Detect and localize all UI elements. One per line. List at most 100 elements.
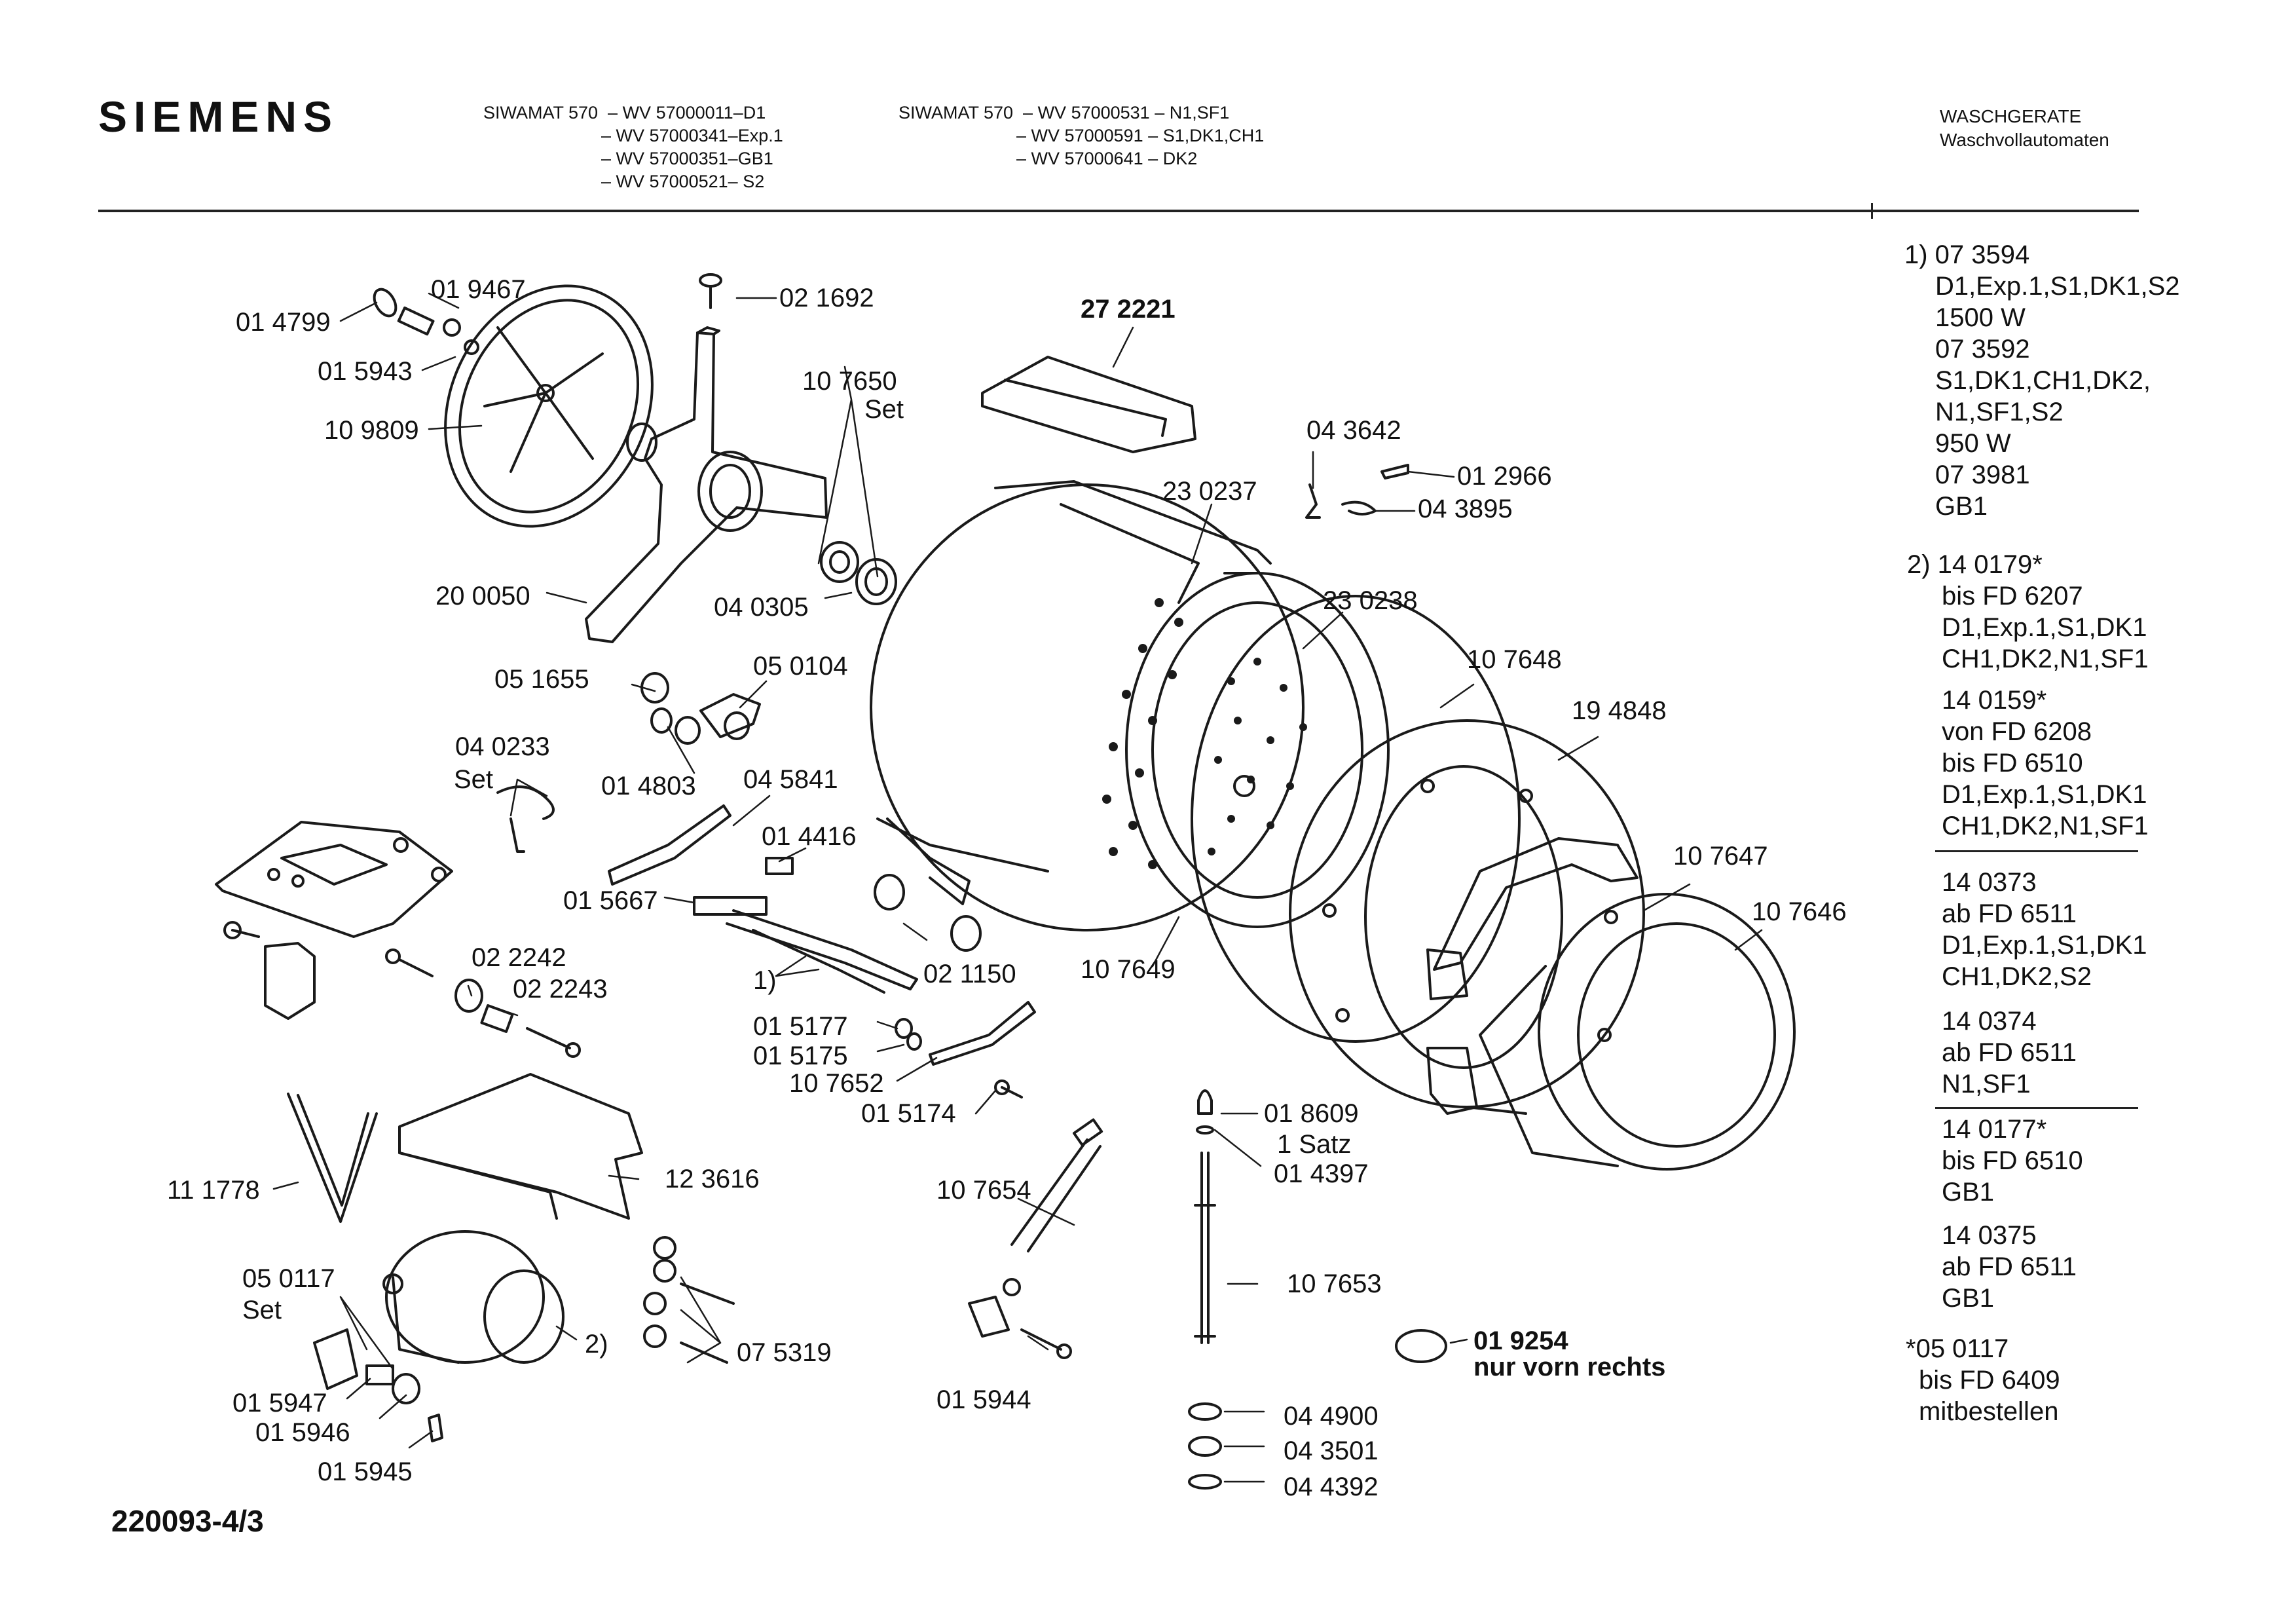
note-3-line-3: D1,Exp.1,S1,DK1	[1942, 931, 2147, 960]
part-label-107649: 10 7649	[1081, 955, 1176, 984]
note-4-line-5: ab FD 6511	[1942, 1252, 2077, 1281]
note-4-line-1: 14 0177*	[1942, 1115, 2047, 1144]
motor-bracket-parts	[313, 1328, 443, 1442]
part-label-272221: 27 2221	[1081, 295, 1176, 324]
part-label-107647: 10 7647	[1673, 842, 1768, 871]
brand-logo: SIEMENS	[98, 92, 339, 141]
part-label-107653: 10 7653	[1287, 1269, 1382, 1298]
part-label-015943: 01 5943	[318, 357, 413, 386]
note-1-line-4: 07 3592	[1935, 335, 2030, 364]
inner-drum	[1125, 572, 1390, 928]
notes-separator-2	[1935, 1107, 2138, 1109]
header-rule	[98, 210, 2139, 212]
foot-pad	[1395, 1329, 1447, 1363]
note-2-line-8: D1,Exp.1,S1,DK1	[1942, 780, 2147, 809]
part-label-022242: 02 2242	[472, 943, 566, 972]
note-1-line-6: N1,SF1,S2	[1935, 398, 2064, 426]
part-label-014416: 01 4416	[762, 822, 857, 851]
note-4-line-6: GB1	[1942, 1284, 1995, 1313]
part-label-044900: 04 4900	[1284, 1402, 1379, 1431]
part-label-107652: 10 7652	[789, 1069, 884, 1098]
part-label-014803: 01 4803	[601, 772, 696, 800]
part-label-014799: 01 4799	[236, 308, 331, 337]
note-3-line-1: 14 0373	[1942, 868, 2037, 897]
motor-mount-plate	[215, 821, 453, 938]
note-4-line-3: GB1	[1942, 1178, 1995, 1207]
note-3-line-2: ab FD 6511	[1942, 899, 2077, 928]
door-seal-bellows	[1479, 893, 1796, 1171]
guide-rails	[608, 804, 794, 916]
category-subtitle: Waschvollautomaten	[1940, 130, 2109, 150]
part-label-021150: 02 1150	[923, 960, 1016, 988]
motor-bracket	[223, 921, 316, 1020]
drive-belt	[287, 1093, 378, 1223]
note-4-line-2: bis FD 6510	[1942, 1146, 2083, 1175]
part-label-050104: 05 0104	[753, 652, 848, 681]
pulley-nut-and-bolt	[373, 288, 479, 355]
part-label-040233: 04 0233	[455, 732, 550, 761]
tub-clamp-ring	[1191, 595, 1521, 1043]
part-label-set-a: Set	[864, 395, 904, 424]
part-label-018609: 01 8609	[1264, 1099, 1359, 1128]
note-3-line-4: CH1,DK2,S2	[1942, 962, 2092, 991]
part-label-043501: 04 3501	[1284, 1436, 1379, 1465]
note-2-line-9: CH1,DK2,N1,SF1	[1942, 812, 2149, 840]
heating-element-straps	[726, 909, 918, 994]
footnote-ref-2: 2)	[585, 1330, 608, 1359]
part-label-012966: 01 2966	[1457, 462, 1552, 491]
note-1-line-2: D1,Exp.1,S1,DK1,S2	[1935, 272, 2180, 301]
part-label-022243: 02 2243	[513, 975, 608, 1004]
model-list-right: SIWAMAT 570 – WV 57000531 – N1,SF1 – WV …	[898, 103, 1265, 168]
part-label-107654: 10 7654	[936, 1176, 1031, 1205]
part-label-015667: 01 5667	[563, 886, 658, 915]
rail-part	[895, 1001, 1036, 1098]
heater-cover	[981, 356, 1196, 453]
part-label-107650: 10 7650	[802, 367, 897, 396]
part-label-014397: 01 4397	[1274, 1159, 1369, 1188]
motor-cover	[398, 1073, 643, 1220]
notes-separator-1	[1935, 850, 2138, 852]
note-2-line-5: 14 0159*	[1942, 686, 2047, 715]
part-label-015947: 01 5947	[232, 1389, 327, 1417]
drum-bearings	[820, 541, 897, 605]
part-label-230238: 23 0238	[1323, 586, 1418, 615]
screw	[699, 273, 722, 309]
part-label-200050: 20 0050	[435, 582, 530, 610]
support-leg-rod	[1194, 1089, 1216, 1344]
part-label-015177: 01 5177	[753, 1012, 848, 1041]
note-2-line-2: bis FD 6207	[1942, 582, 2083, 610]
document-number: 220093-4/3	[111, 1504, 264, 1538]
leader-lines	[272, 292, 1763, 1483]
header-rule-tick	[1871, 203, 1873, 219]
note-1-line-3: 1500 W	[1935, 303, 2026, 332]
part-label-1-satz: 1 Satz	[1277, 1130, 1352, 1159]
part-label-019254: 01 9254	[1473, 1326, 1568, 1355]
shock-absorber	[968, 1118, 1103, 1359]
part-label-075319: 07 5319	[737, 1338, 832, 1367]
note-1-line-7: 950 W	[1935, 429, 2011, 458]
part-label-230237: 23 0237	[1162, 477, 1257, 506]
part-label-111778: 11 1778	[167, 1176, 260, 1205]
part-label-set-b: Set	[454, 765, 494, 794]
part-label-050117: 05 0117	[242, 1264, 335, 1293]
part-label-015174: 01 5174	[861, 1099, 956, 1128]
note-1-line-9: GB1	[1935, 492, 1988, 521]
footnote-ref-1: 1)	[753, 966, 777, 995]
tub-gasket	[1233, 775, 1255, 797]
part-label-043642: 04 3642	[1306, 416, 1401, 445]
drive-motor	[382, 1230, 565, 1364]
part-note-nur-vorn-rechts: nur vorn rechts	[1473, 1353, 1666, 1381]
drum-spider	[585, 326, 828, 643]
part-label-107646: 10 7646	[1752, 897, 1847, 926]
part-label-set-c: Set	[242, 1296, 282, 1324]
part-label-021692: 02 1692	[779, 284, 874, 312]
outer-tub	[870, 480, 1305, 931]
note-2-line-7: bis FD 6510	[1942, 749, 2083, 778]
model-list-left: SIWAMAT 570 – WV 57000011–D1 – WV 570003…	[483, 103, 783, 191]
part-label-019467: 01 9467	[431, 275, 526, 304]
note-4-line-4: 14 0375	[1942, 1221, 2037, 1250]
part-label-043895: 04 3895	[1418, 495, 1513, 523]
pulley-wheel	[444, 284, 654, 528]
part-label-123616: 12 3616	[665, 1165, 760, 1193]
